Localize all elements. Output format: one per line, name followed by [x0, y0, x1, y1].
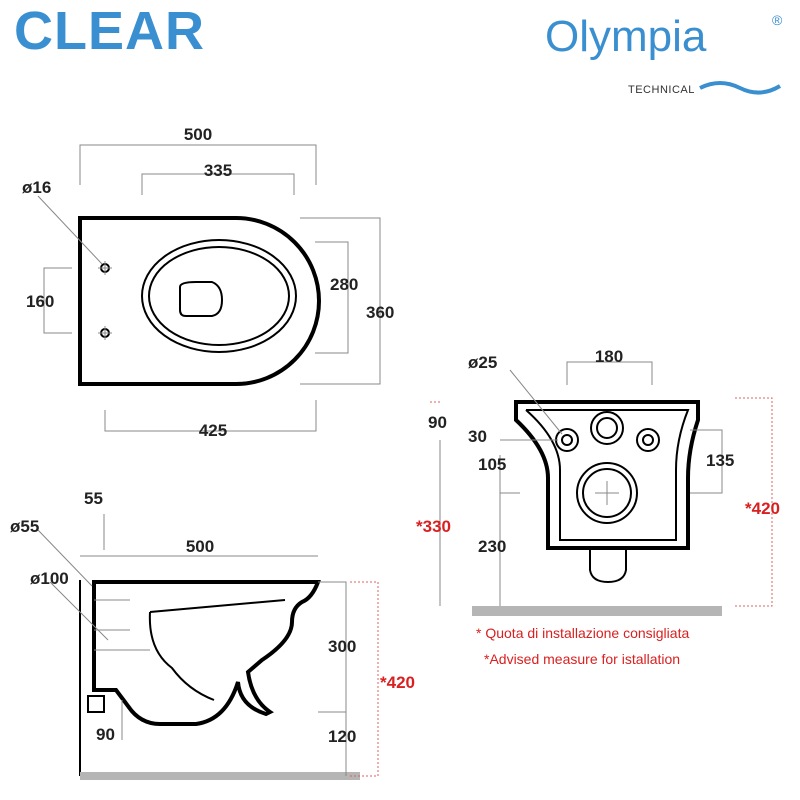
leader-100 — [49, 581, 109, 641]
dim-230: 230 — [478, 537, 506, 556]
dim-line-160 — [43, 267, 72, 334]
dim-line-280 — [315, 241, 349, 354]
note-italian: * Quota di installazione consigliata — [476, 625, 689, 641]
dim-line-420-front — [735, 397, 773, 607]
dim-335: 335 — [204, 161, 232, 180]
dim-25: ø25 — [468, 353, 497, 372]
brand-subtitle: TECHNICAL — [628, 84, 695, 96]
dim-line-335 — [141, 173, 295, 195]
leader-16 — [37, 195, 103, 265]
dim-120: 120 — [328, 727, 356, 746]
dim-line-500 — [79, 144, 317, 185]
dim-160: 160 — [26, 292, 54, 311]
fixing-hole-right — [636, 428, 660, 452]
fixing-hole-left — [555, 428, 579, 452]
front-view: ø25 180 90 30 105 135 230 *330 *420 * Qu… — [416, 347, 780, 667]
dim-line-425 — [104, 400, 317, 432]
floor-side — [80, 772, 360, 780]
dim-330: *330 — [416, 517, 451, 536]
dim-420-side: *420 — [380, 673, 415, 692]
fixing-hole-right-inner — [642, 434, 654, 446]
drain-opening — [179, 281, 224, 317]
dim-180: 180 — [595, 347, 623, 366]
bowl-inner — [148, 246, 290, 346]
flush-inlet-ring — [590, 411, 624, 445]
dim-30: 30 — [468, 427, 487, 446]
dim-line-180 — [566, 361, 653, 385]
dim-105: 105 — [478, 455, 506, 474]
drain-stub — [87, 695, 105, 713]
brand-logo-text: Olympia — [545, 12, 707, 61]
dim-500: 500 — [184, 125, 212, 144]
dim-line-300 — [318, 581, 347, 713]
bowl-slope — [149, 599, 286, 613]
mounting-hole-upper — [98, 261, 112, 275]
dim-line-360 — [300, 217, 381, 385]
floor-front — [472, 606, 722, 616]
dim-90-side: 90 — [96, 725, 115, 744]
dim-135: 135 — [706, 451, 734, 470]
dim-16: ø16 — [22, 178, 51, 197]
dim-300: 300 — [328, 637, 356, 656]
dim-line-135 — [690, 429, 723, 494]
dim-280: 280 — [330, 275, 358, 294]
flush-inlet — [596, 417, 618, 439]
mounting-hole-lower — [98, 326, 112, 340]
dim-500-side: 500 — [186, 537, 214, 556]
note-english: *Advised measure for istallation — [484, 651, 680, 667]
drain-outlet-ring — [576, 462, 638, 524]
leader-25 — [509, 369, 563, 435]
internal-pipes — [94, 599, 150, 651]
registered-mark: ® — [772, 12, 783, 28]
front-view-drain — [589, 548, 627, 584]
leader-55 — [37, 529, 93, 587]
top-view-outline — [78, 216, 321, 386]
side-view-outline — [92, 580, 321, 726]
side-view: 55 ø55 ø100 500 300 120 *420 90 — [10, 489, 415, 780]
dim-flush-55: ø55 — [10, 517, 39, 536]
trapway — [148, 611, 215, 701]
top-view: 500 335 ø16 160 280 360 425 — [22, 125, 394, 440]
dim-420-front: *420 — [745, 499, 780, 518]
product-title: CLEAR — [14, 1, 205, 61]
fixing-hole-left-inner — [561, 434, 573, 446]
dim-425: 425 — [199, 421, 227, 440]
dim-drain-100: ø100 — [30, 569, 69, 588]
front-view-inner — [525, 409, 690, 541]
brand-wave-icon — [699, 81, 782, 95]
dim-360: 360 — [366, 303, 394, 322]
dim-90-front: 90 — [428, 413, 447, 432]
dim-line-420-side — [350, 581, 379, 777]
front-view-outline — [514, 400, 700, 550]
dim-55: 55 — [84, 489, 103, 508]
bowl-rim — [141, 239, 297, 353]
drain-outlet — [582, 468, 632, 518]
